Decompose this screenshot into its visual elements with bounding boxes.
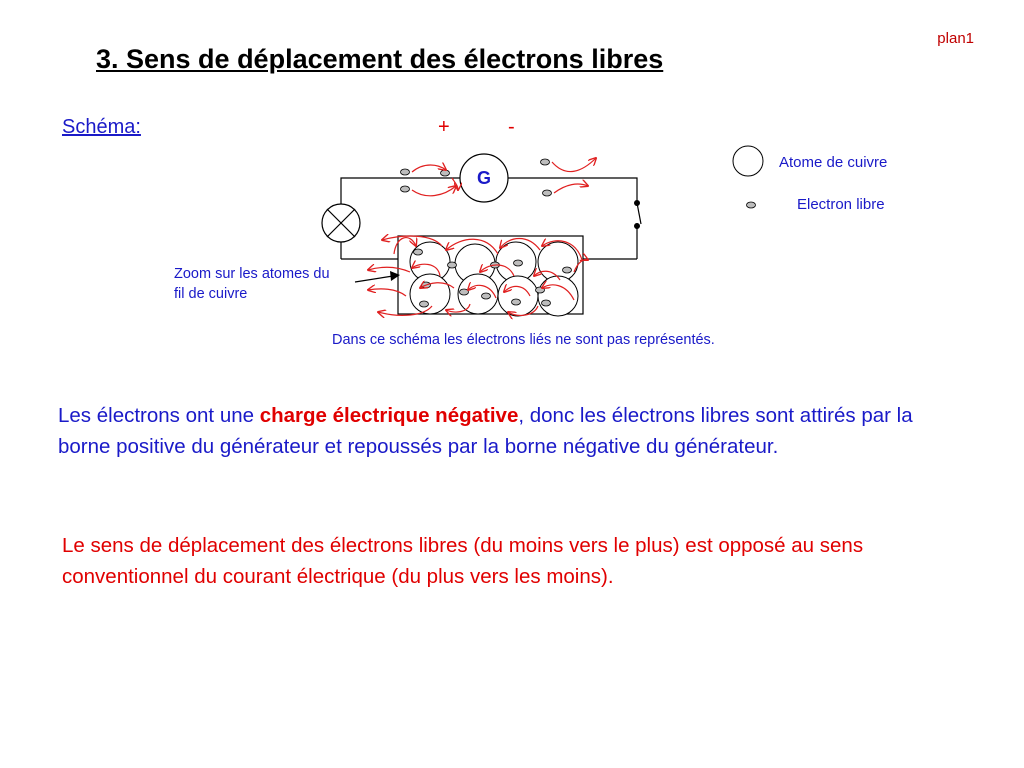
wire-electron-arrows bbox=[411, 158, 596, 197]
pointer-arrow bbox=[354, 271, 400, 283]
copper-wire-zoom bbox=[368, 236, 588, 316]
electron-motion-arrows bbox=[368, 236, 588, 315]
schema-heading: Schéma: bbox=[62, 116, 141, 138]
generator-label: G bbox=[477, 168, 491, 188]
legend-atom-label: Atome de cuivre bbox=[779, 154, 888, 171]
generator-icon: G bbox=[459, 153, 509, 203]
free-electrons bbox=[413, 248, 572, 308]
paragraph-charge-emphasis: charge électrique négative bbox=[259, 404, 519, 427]
paragraph-charge: Les électrons ont une charge électrique … bbox=[58, 400, 958, 462]
copper-atoms bbox=[409, 241, 579, 317]
paragraph-direction: Le sens de déplacement des électrons lib… bbox=[62, 534, 864, 588]
slide-number: plan1 bbox=[937, 30, 974, 47]
wire-electrons bbox=[400, 158, 552, 197]
paragraph-charge-end: , donc les électrons libres sont attirés… bbox=[58, 404, 913, 458]
circuit-wires bbox=[340, 177, 638, 260]
plus-terminal-label: + bbox=[438, 116, 450, 138]
zoom-label: Zoom sur les atomes du fil de cuivre bbox=[174, 266, 330, 302]
legend-electron-icon bbox=[746, 201, 756, 209]
slide-title: 3. Sens de déplacement des électrons lib… bbox=[96, 44, 664, 74]
paragraph-charge-start: Les électrons ont une bbox=[58, 404, 260, 427]
legend-atom-icon bbox=[732, 145, 764, 177]
lamp-icon bbox=[321, 203, 361, 243]
minus-terminal-label: - bbox=[508, 116, 515, 138]
diagram-note: Dans ce schéma les électrons liés ne son… bbox=[332, 332, 715, 348]
legend-electron-label: Electron libre bbox=[797, 196, 885, 213]
switch-icon bbox=[634, 200, 642, 229]
